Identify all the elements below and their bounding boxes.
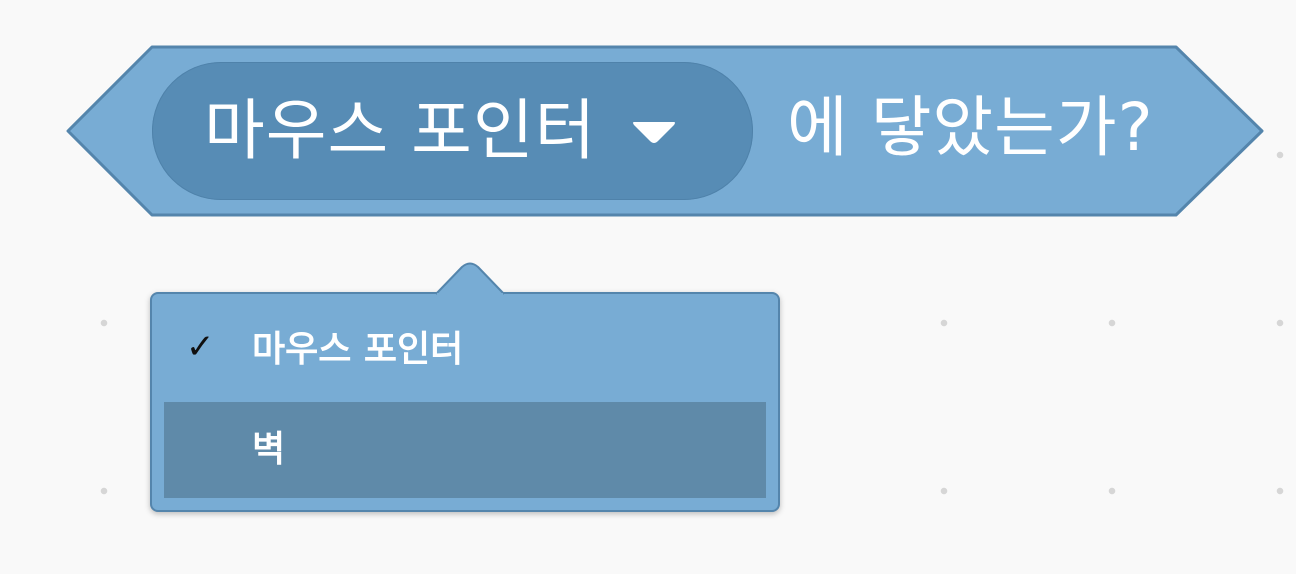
sensing-touching-block[interactable]: 마우스 포인터 에 닿았는가? [0,0,1296,250]
checkmark-icon: ✓ [186,327,215,367]
menu-item-label: 벽 [252,429,286,470]
dropdown-value: 마우스 포인터 [204,92,597,169]
triangle-down-icon [630,116,678,146]
menu-pointer-arrow [436,262,505,296]
menu-item-mouse-pointer[interactable]: ✓ 마우스 포인터 [164,302,766,398]
menu-item-wall[interactable]: 벽 [164,402,766,498]
dropdown-menu: ✓ 마우스 포인터 벽 [150,292,780,512]
sprite-dropdown-field[interactable]: 마우스 포인터 [152,62,753,200]
menu-item-label: 마우스 포인터 [252,329,464,370]
block-suffix-label: 에 닿았는가? [787,89,1154,166]
